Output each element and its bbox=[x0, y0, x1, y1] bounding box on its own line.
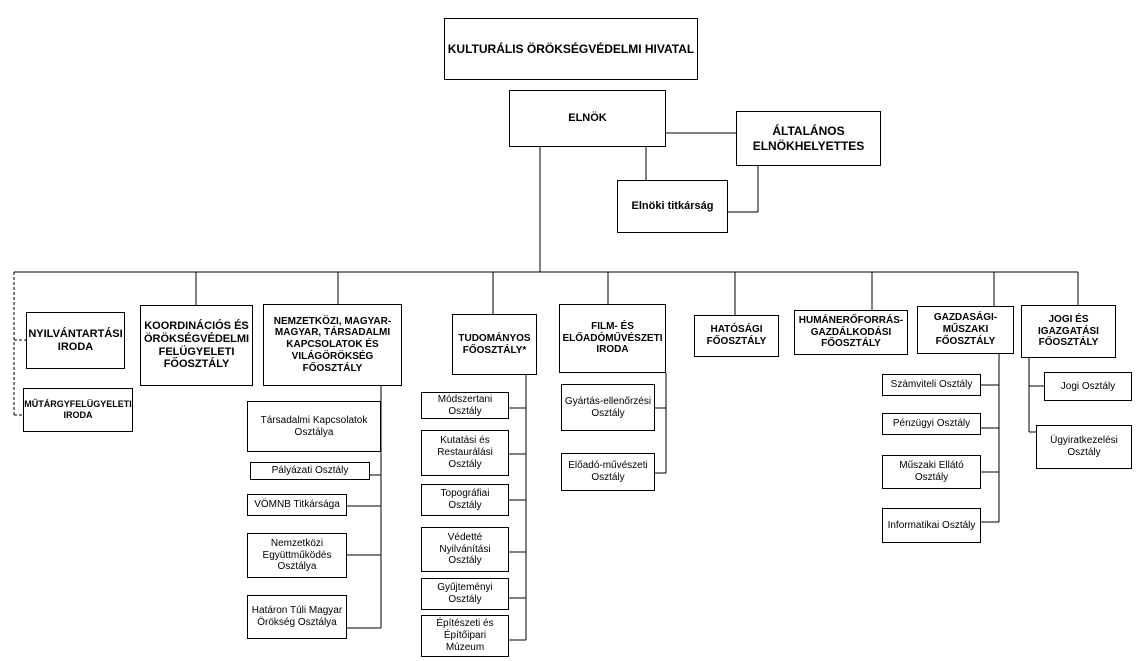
box-international-dept: NEMZETKÖZI, MAGYAR-MAGYAR, TÁRSADALMI KA… bbox=[263, 304, 402, 386]
box-science-unit: Építészeti és Építőipari Múzeum bbox=[421, 615, 509, 657]
box-president: ELNÖK bbox=[509, 90, 666, 147]
box-intl-unit: Társadalmi Kapcsolatok Osztálya bbox=[247, 401, 381, 452]
box-science-unit: Kutatási és Restaurálási Osztály bbox=[421, 430, 509, 476]
box-economic-unit: Számviteli Osztály bbox=[882, 374, 981, 396]
box-economic-unit: Pénzügyi Osztály bbox=[882, 413, 981, 435]
box-economic-unit: Műszaki Ellátó Osztály bbox=[882, 455, 981, 489]
box-film-office: FILM- ÉS ELŐADÓMŰVÉSZETI IRODA bbox=[559, 304, 666, 373]
box-intl-unit: VÖMNB Titkársága bbox=[247, 494, 347, 516]
box-registry-office: NYILVÁNTARTÁSI IRODA bbox=[26, 312, 125, 369]
box-legal-dept: JOGI ÉS IGAZGATÁSI FŐOSZTÁLY bbox=[1021, 305, 1116, 358]
box-science-dept: TUDOMÁNYOS FŐOSZTÁLY* bbox=[452, 314, 537, 375]
box-intl-unit: Nemzetközi Együttműködés Osztálya bbox=[247, 533, 347, 578]
box-authority-dept: HATÓSÁGI FŐOSZTÁLY bbox=[694, 315, 779, 357]
box-secretariat: Elnöki titkárság bbox=[617, 180, 728, 233]
box-economic-unit: Informatikai Osztály bbox=[882, 508, 981, 543]
box-top-office: KULTURÁLIS ÖRÖKSÉGVÉDELMI HIVATAL bbox=[444, 18, 698, 80]
box-intl-unit: Pályázati Osztály bbox=[250, 462, 370, 480]
box-science-unit: Topográfiai Osztály bbox=[421, 484, 509, 516]
box-economic-dept: GAZDASÁGI-MŰSZAKI FŐOSZTÁLY bbox=[917, 306, 1014, 354]
box-intl-unit: Határon Túli Magyar Örökség Osztálya bbox=[247, 595, 347, 639]
box-art-supervision-office: MŰTÁRGYFELÜGYELETI IRODA bbox=[23, 388, 133, 432]
box-science-unit: Módszertani Osztály bbox=[421, 392, 509, 419]
box-film-unit: Gyártás-ellenőrzési Osztály bbox=[561, 384, 655, 431]
box-science-unit: Gyűjteményi Osztály bbox=[421, 578, 509, 610]
box-vice-president: ÁLTALÁNOS ELNÖKHELYETTES bbox=[736, 111, 881, 166]
box-legal-unit: Jogi Osztály bbox=[1044, 372, 1132, 401]
box-hr-dept: HUMÁNERŐFORRÁS-GAZDÁLKODÁSI FŐOSZTÁLY bbox=[794, 310, 908, 355]
box-science-unit: Védetté Nyilvánítási Osztály bbox=[421, 527, 509, 572]
box-legal-unit: Ügyiratkezelési Osztály bbox=[1036, 425, 1132, 469]
box-film-unit: Előadó-művészeti Osztály bbox=[561, 453, 655, 491]
box-coordination-dept: KOORDINÁCIÓS ÉS ÖRÖKSÉGVÉDELMI FELÜGYELE… bbox=[140, 305, 253, 386]
